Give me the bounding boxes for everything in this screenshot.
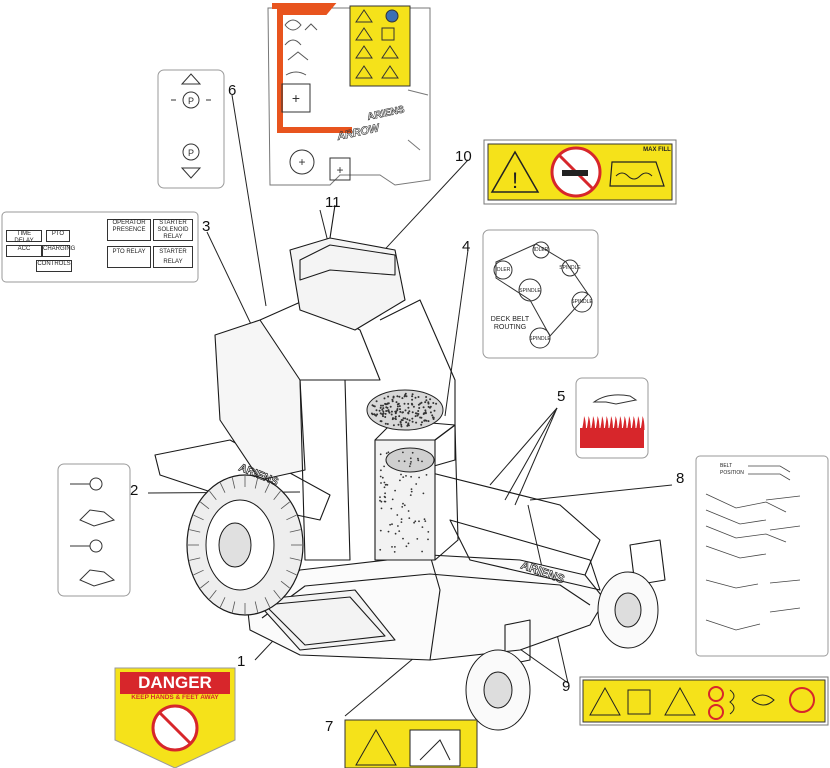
- callout-7: 7: [325, 718, 334, 735]
- callout-8: 8: [676, 470, 685, 487]
- svg-text:+: +: [298, 155, 305, 169]
- max-fill-label: MAX FILL: [643, 147, 671, 153]
- relay-pto-small: PTO: [46, 230, 70, 242]
- belt-pulley-6: SPINDLE: [529, 336, 551, 342]
- belt-caption: DECK BELT ROUTING: [490, 316, 530, 331]
- callout-11: 11: [325, 194, 341, 211]
- relay-decal: [1, 211, 199, 283]
- callout-6: 6: [228, 82, 237, 99]
- height-header-1: BELT: [720, 463, 733, 469]
- cutting-height-decal: [695, 455, 829, 657]
- caution-strip-decal: [579, 676, 829, 726]
- callout-5: 5: [557, 388, 566, 405]
- danger-decal: [114, 667, 236, 768]
- engine-texture: [366, 389, 444, 553]
- relay-controls: CONTROLS: [36, 260, 72, 272]
- relay-pto: PTO RELAY: [107, 246, 151, 268]
- hot-surface-decal: [575, 377, 649, 459]
- svg-text:P: P: [188, 96, 194, 106]
- svg-text:P: P: [188, 148, 194, 158]
- rollover-decal: [344, 719, 478, 768]
- caster-wheels: [465, 571, 659, 731]
- svg-text:!: !: [512, 168, 518, 193]
- svg-text:+: +: [292, 90, 300, 106]
- parking-brake-decal: P P: [157, 69, 225, 189]
- fuel-warning-decal: !: [483, 139, 677, 205]
- belt-routing-decal: [482, 229, 599, 359]
- callout-4: 4: [462, 238, 471, 255]
- operator-presence-decal: [57, 463, 131, 597]
- svg-text:+: +: [336, 163, 343, 177]
- callout-9: 9: [562, 678, 571, 695]
- relay-time-delay: TIME DELAY: [6, 230, 42, 244]
- drive-wheel: [186, 474, 304, 616]
- relay-starter-solenoid: STARTER SOLENOID RELAY: [153, 219, 193, 241]
- callout-1: 1: [237, 653, 246, 670]
- belt-pulley-3: SPINDLE: [519, 288, 541, 294]
- belt-pulley-5: SPINDLE: [571, 299, 593, 305]
- relay-acc: ACC: [6, 245, 42, 257]
- callout-2: 2: [130, 482, 139, 499]
- belt-pulley-4: SPINDLE: [559, 265, 581, 271]
- relay-operator-presence: OPERATOR PRESENCE: [107, 219, 151, 241]
- console-decal: + ARIENS ARROW + +: [267, 3, 431, 186]
- danger-subtitle: KEEP HANDS & FEET AWAY: [131, 694, 219, 701]
- height-header-2: POSITION: [720, 470, 744, 476]
- belt-pulley-2: IDLER: [533, 247, 549, 253]
- relay-charging: CHARGING: [42, 245, 75, 257]
- callout-3: 3: [202, 218, 211, 235]
- relay-starter: STARTER RELAY: [153, 246, 193, 268]
- callout-10: 10: [455, 148, 472, 165]
- belt-pulley-1: IDLER: [495, 267, 511, 273]
- danger-title: DANGER: [138, 673, 212, 692]
